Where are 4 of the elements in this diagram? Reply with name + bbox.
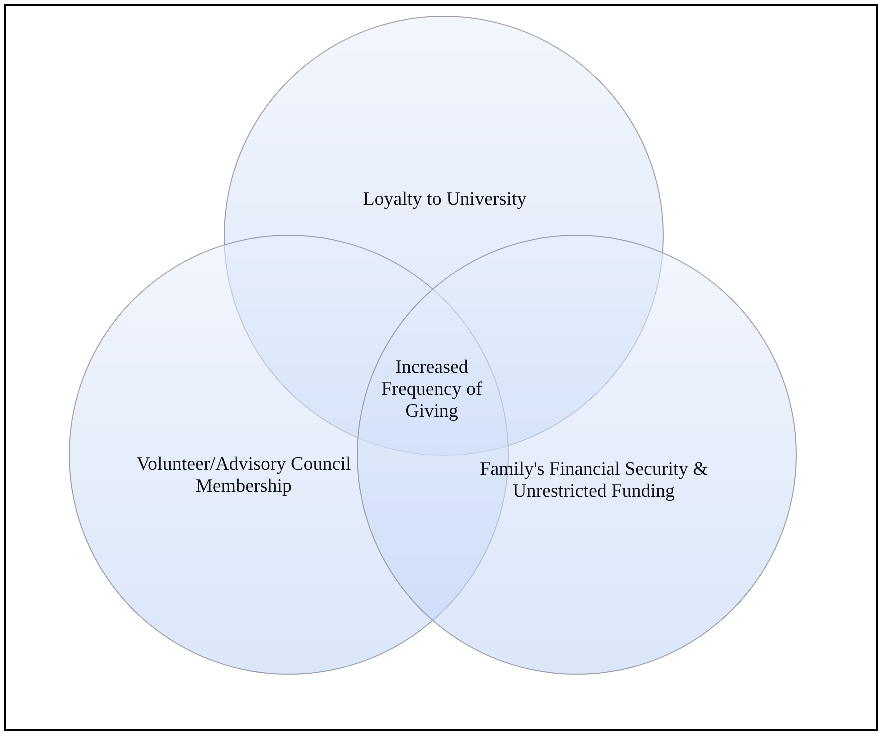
circle-label: Volunteer/Advisory Council Membership	[136, 454, 352, 498]
circle-label: Loyalty to University	[362, 189, 528, 211]
overlap-label: Increased Frequency of Giving	[380, 357, 484, 423]
circle-label: Family's Financial Security & Unrestricted Funding	[479, 459, 709, 503]
